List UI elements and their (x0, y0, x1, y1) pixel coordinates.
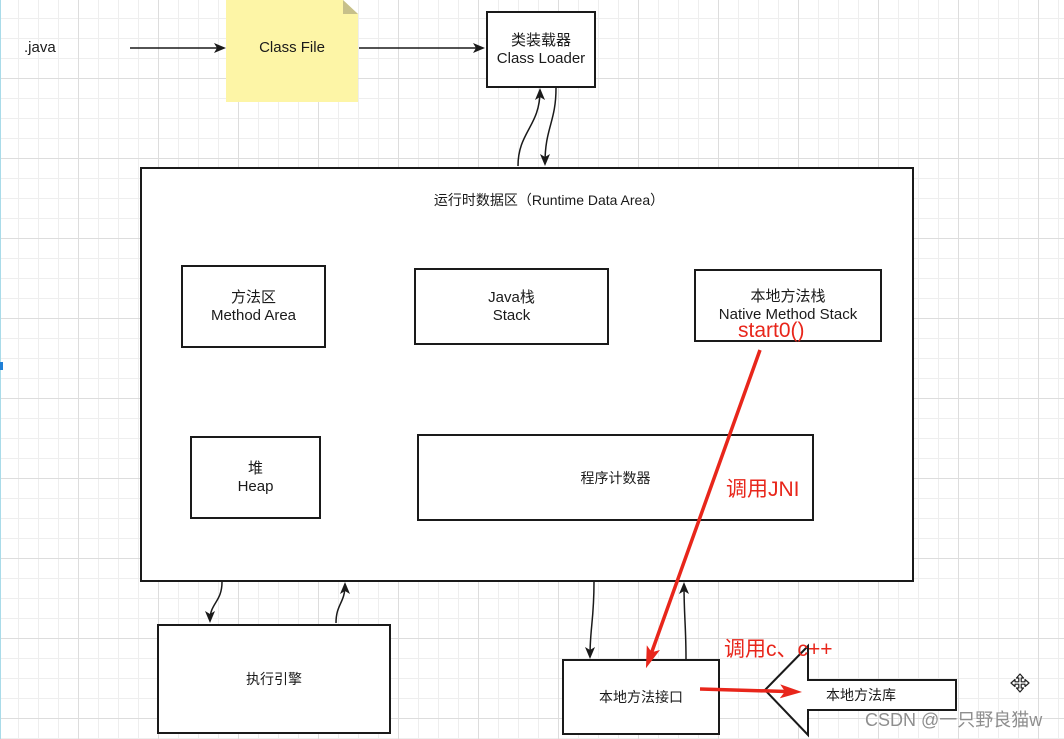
execution-engine-box: 执行引擎 (157, 624, 391, 734)
java-stack-label-cn: Java栈 (488, 288, 535, 306)
class-loader-label-cn: 类装载器 (510, 31, 571, 49)
arrow-class-loader-to-runtime (540, 87, 557, 166)
native-interface-label: 本地方法接口 (599, 689, 683, 705)
call-c-annotation: 调用c、c++ (724, 638, 833, 661)
runtime-data-area-title: 运行时数据区（Runtime Data Area） (433, 192, 665, 208)
class-file-note: Class File (226, 0, 358, 102)
method-area-box: 方法区 Method Area (181, 265, 326, 348)
red-arrow-call-c (699, 684, 802, 699)
class-loader-box: 类装载器 Class Loader (486, 11, 596, 88)
native-library-block-arrow (763, 643, 957, 738)
move-icon[interactable] (1010, 673, 1030, 693)
call-jni-annotation: 调用JNI (726, 478, 800, 501)
native-method-stack-label-en: Native Method Stack (718, 305, 858, 323)
execution-engine-label: 执行引擎 (246, 671, 302, 687)
class-file-label: Class File (259, 39, 325, 56)
canvas-edge-marker (0, 362, 3, 370)
arrow-runtime-to-native-interface (585, 581, 596, 659)
java-stack-box: Java栈 Stack (414, 268, 609, 345)
java-stack-label-en: Stack (492, 306, 531, 324)
program-counter-box: 程序计数器 (417, 434, 814, 521)
csdn-watermark: CSDN @一只野良猫w (865, 710, 1043, 730)
heap-box: 堆 Heap (190, 436, 321, 519)
method-area-label-en: Method Area (210, 306, 297, 324)
native-method-stack-box: 本地方法栈 Native Method Stack (694, 269, 882, 342)
program-counter-label: 程序计数器 (580, 469, 651, 486)
native-library-label: 本地方法库 (826, 687, 896, 703)
red-arrow-jni-call (645, 349, 762, 669)
runtime-data-area-box: 运行时数据区（Runtime Data Area） 方法区 Method Are… (140, 167, 914, 582)
java-source-label: .java (24, 39, 56, 56)
method-area-label-cn: 方法区 (230, 288, 276, 306)
class-loader-label-en: Class Loader (496, 49, 586, 67)
native-interface-box: 本地方法接口 (562, 659, 720, 735)
heap-label-cn: 堆 (247, 459, 263, 477)
heap-label-en: Heap (237, 477, 274, 495)
native-method-stack-label-cn: 本地方法栈 (750, 287, 826, 305)
arrow-runtime-to-execution-engine (205, 581, 223, 623)
start0-annotation: start0() (738, 319, 805, 342)
arrow-execution-engine-to-runtime (335, 582, 350, 624)
arrow-runtime-to-class-loader (517, 88, 545, 167)
arrow-native-interface-to-runtime (679, 582, 690, 660)
